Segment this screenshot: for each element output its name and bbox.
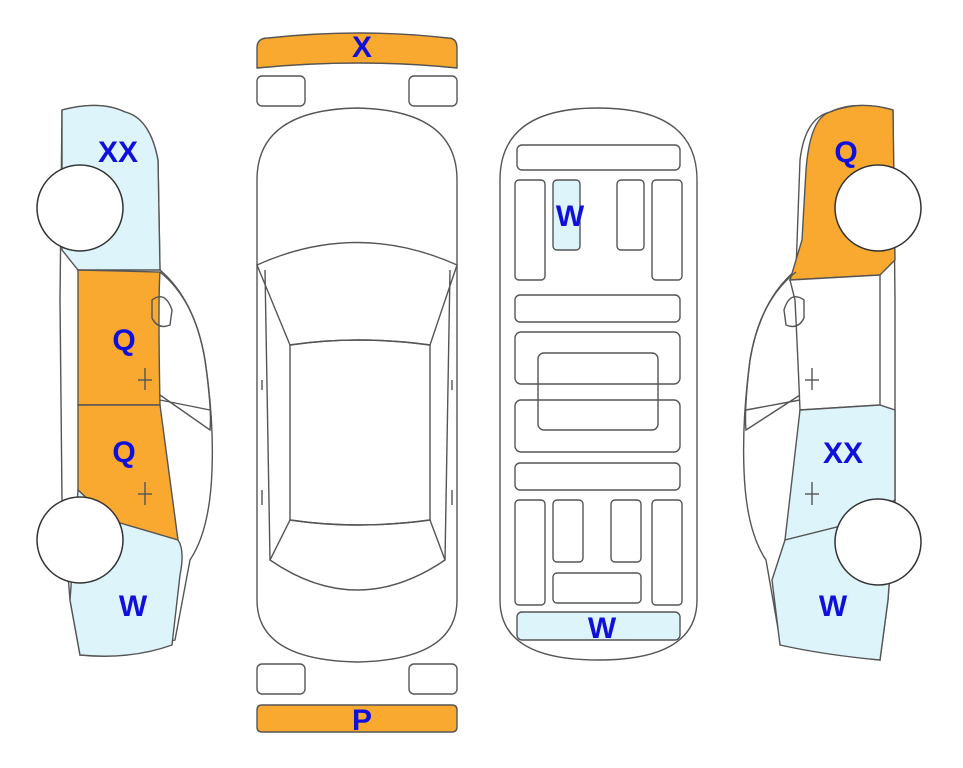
right-window-outline xyxy=(744,271,801,432)
underbody-rear-label: W xyxy=(588,612,617,645)
left-rear-upper-label: XX xyxy=(98,136,138,169)
front-right-mirror xyxy=(408,75,458,107)
right-front-wheel xyxy=(834,498,922,586)
right-door-panel xyxy=(789,274,881,411)
left-front-wheel xyxy=(36,496,124,584)
left-side-mirror xyxy=(151,296,173,328)
front-left-mirror xyxy=(256,75,306,107)
right-side-mirror xyxy=(783,296,805,328)
top-body-outline xyxy=(256,107,458,663)
underbody-outline xyxy=(499,107,698,661)
left-window-divider xyxy=(159,399,211,411)
rear-window xyxy=(269,519,446,591)
left-front-lower-label: W xyxy=(119,590,148,623)
right-rear-wheel xyxy=(834,164,922,252)
rear-right-light xyxy=(408,663,458,695)
left-front-door-label: Q xyxy=(112,436,135,469)
left-side-view: XX Q Q W xyxy=(36,104,214,657)
top-view: X P xyxy=(256,31,458,737)
windshield xyxy=(256,241,458,346)
left-rear-wheel xyxy=(36,164,124,252)
underbody-rear-panel[interactable] xyxy=(516,611,681,641)
right-side-view: Q XX W xyxy=(742,104,922,661)
underbody-front-label: W xyxy=(556,200,585,233)
underbody-view: W W xyxy=(499,107,698,661)
rear-left-light xyxy=(256,663,306,695)
right-front-lower-label: W xyxy=(819,590,848,623)
left-rear-door-label: Q xyxy=(112,324,135,357)
right-front-door-label: XX xyxy=(823,437,863,470)
roof xyxy=(289,339,431,526)
front-bumper-label: X xyxy=(352,31,372,64)
rear-bumper-panel[interactable] xyxy=(256,704,458,733)
underbody-front-panel[interactable] xyxy=(552,179,581,251)
right-window-divider xyxy=(745,399,801,411)
front-bumper-panel[interactable] xyxy=(256,32,458,69)
right-rear-upper-label: Q xyxy=(834,136,857,169)
rear-bumper-label: P xyxy=(352,704,372,737)
left-window-outline xyxy=(159,271,212,432)
